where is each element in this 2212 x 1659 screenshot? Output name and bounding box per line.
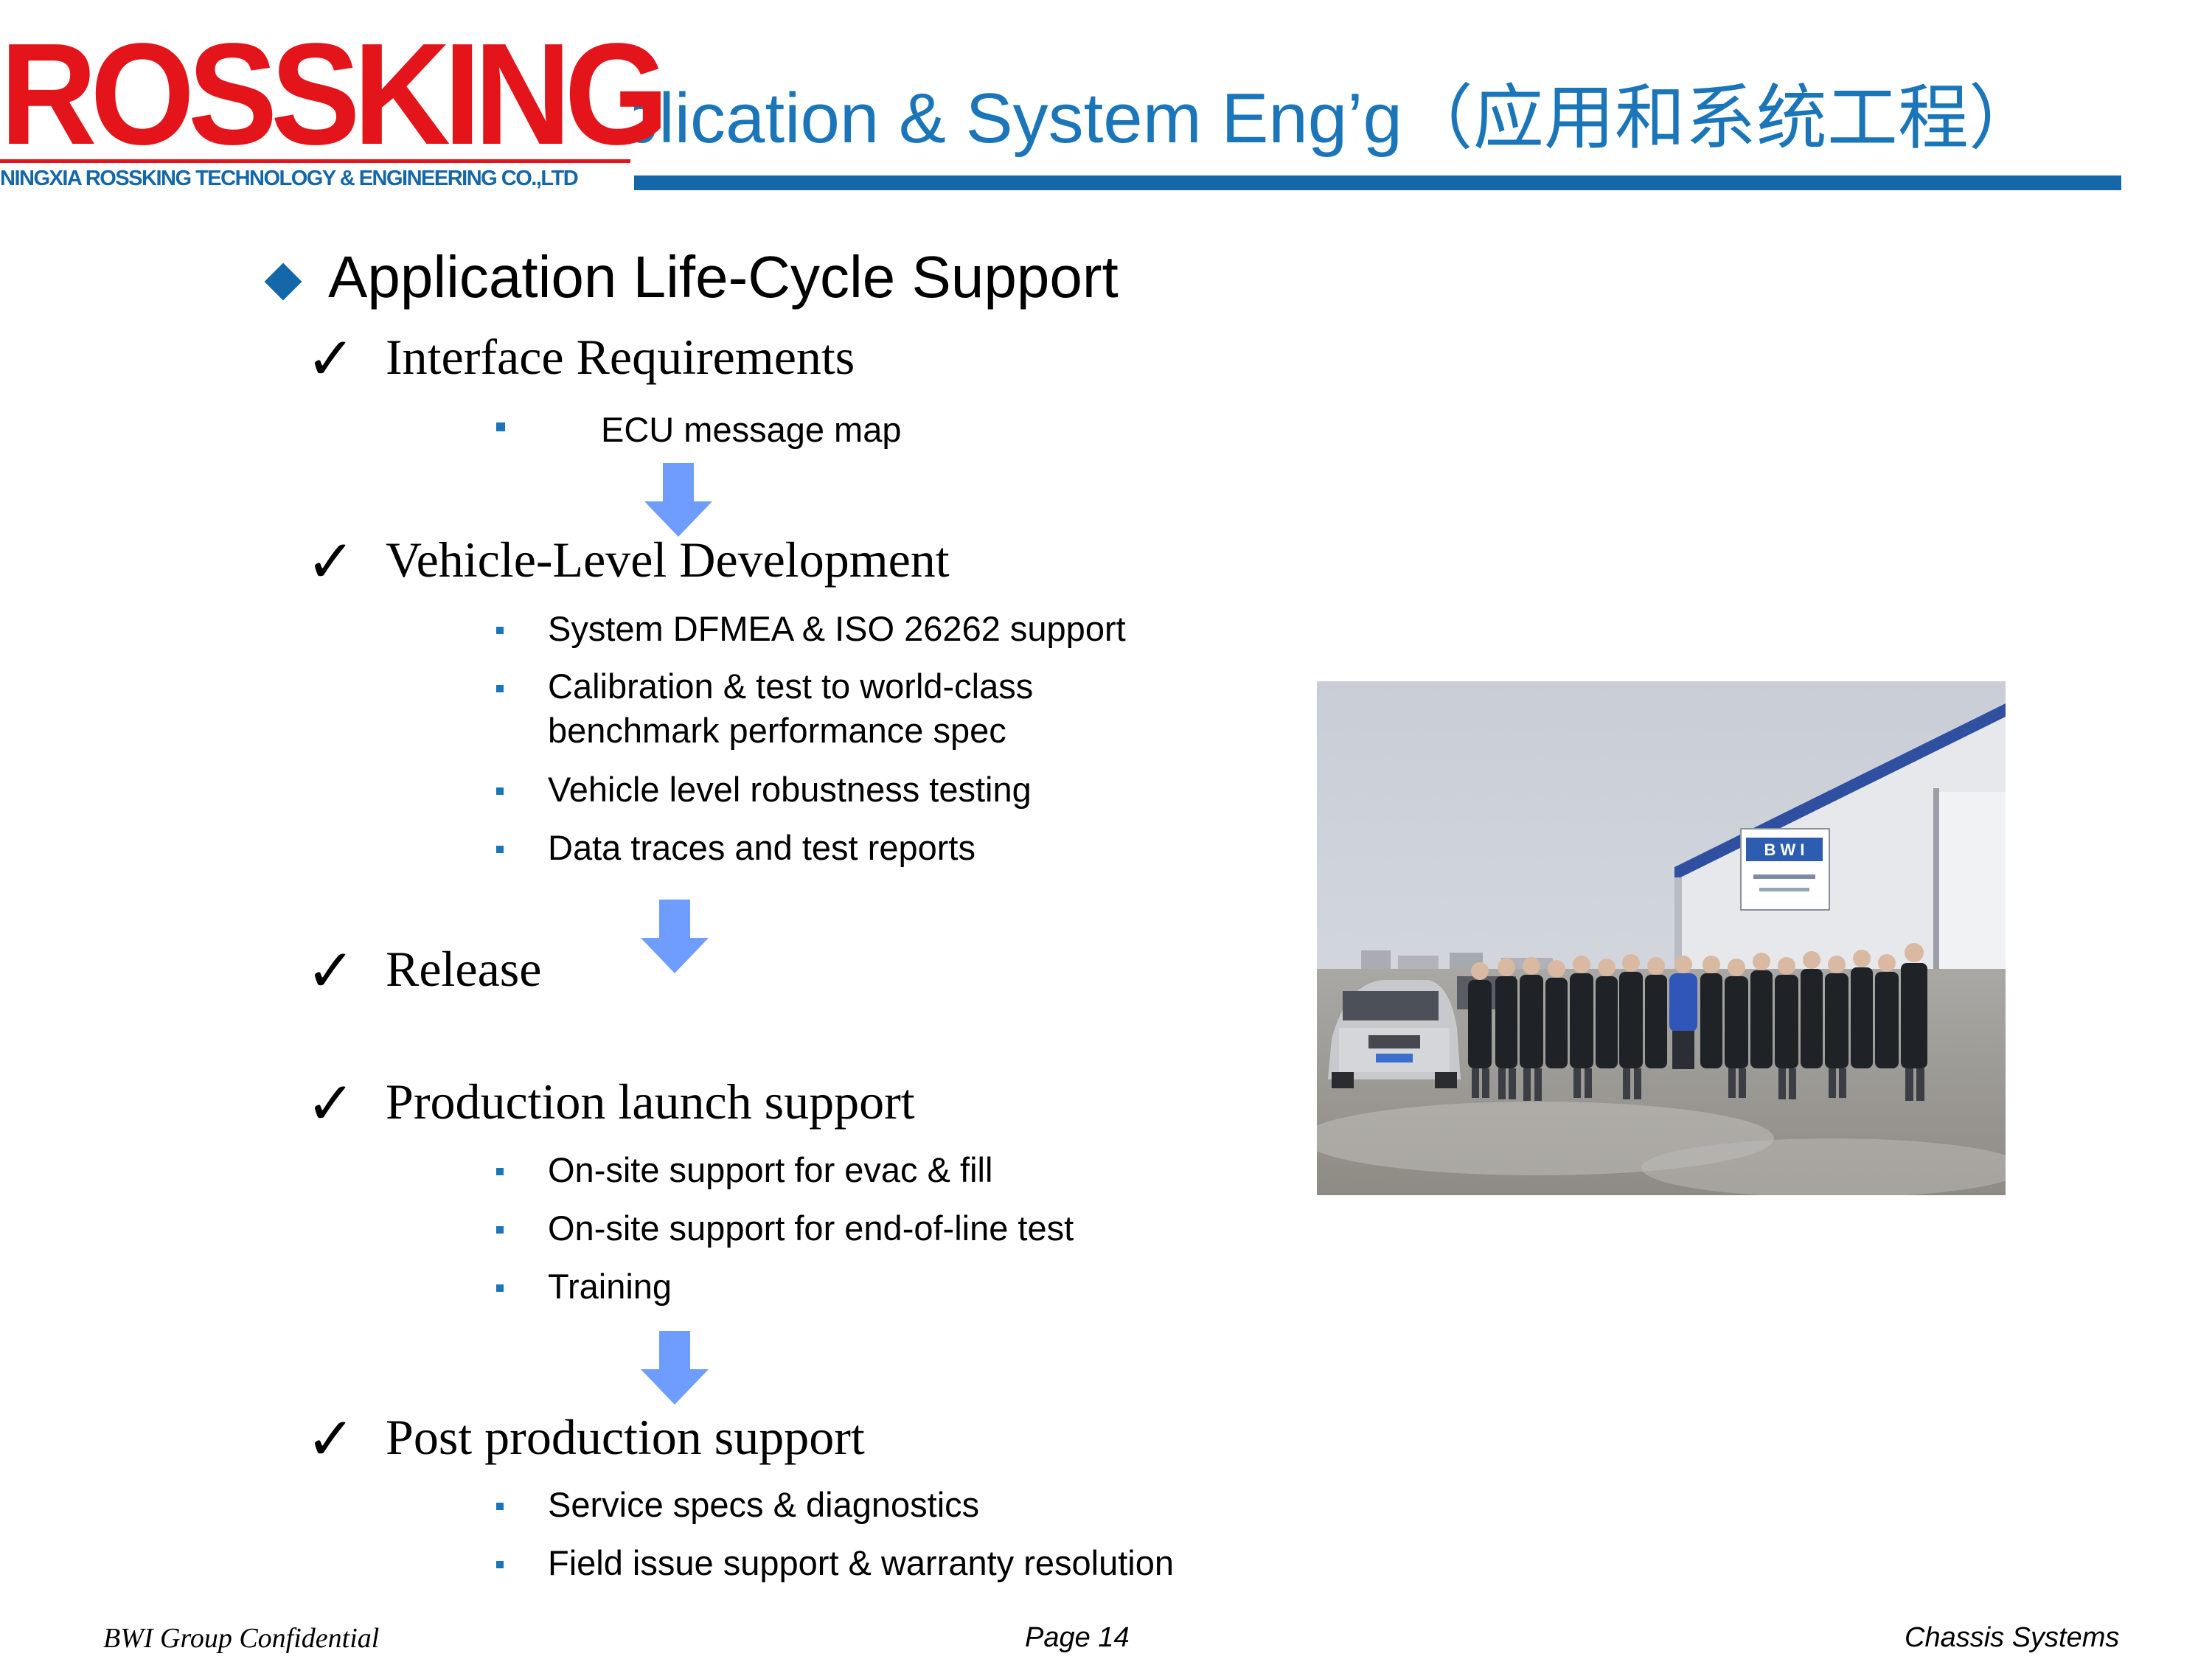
list-item-continuation: benchmark performance spec [548,711,1006,750]
main-heading: Application Life-Cycle Support [328,244,1119,310]
team-photo: B W I [1317,681,2006,1195]
list-item: System DFMEA & ISO 26262 support [548,609,1126,648]
square-bullet-icon [496,787,504,795]
logo-subtitle: NINGXIA ROSSKING TECHNOLOGY & ENGINEERIN… [0,167,579,190]
list-item: Data traces and test reports [548,828,975,867]
square-bullet-icon [496,1226,504,1234]
list-item: Vehicle level robustness testing [548,770,1032,809]
section-vehicle-level-development: Vehicle-Level Development [386,532,950,588]
checkmark-icon: ✓ [306,1405,356,1473]
footer-division: Chassis Systems [1905,1622,2120,1653]
list-item: Training [548,1267,672,1306]
square-bullet-icon [496,685,504,692]
square-bullet-icon [496,1168,504,1175]
checkmark-icon: ✓ [306,324,356,393]
footer-confidential: BWI Group Confidential [103,1623,380,1654]
logo-rule [0,159,630,163]
checkmark-icon: ✓ [306,527,356,596]
section-production-launch-support: Production launch support [386,1074,915,1130]
down-arrow-icon [641,900,709,973]
list-item: On-site support for evac & fill [548,1150,993,1189]
checkmark-icon: ✓ [306,1069,356,1138]
square-bullet-icon [496,627,504,634]
square-bullet-icon [496,846,504,853]
company-logo: ROSSKING NINGXIA ROSSKING TECHNOLOGY & E… [0,13,669,199]
section-interface-requirements: Interface Requirements [386,329,855,385]
footer-page-number: Page 14 [1025,1622,1130,1653]
square-bullet-icon [496,422,505,431]
list-item: On-site support for end-of-line test [548,1208,1074,1248]
logo-wordmark: ROSSKING [0,13,669,175]
slide-title: plication & System Eng’g（应用和系统工程） [619,79,2039,158]
list-item: Service specs & diagnostics [548,1485,980,1524]
building-sign-text: B W I [1764,841,1805,859]
down-arrow-icon [641,1331,709,1405]
list-item: Field issue support & warranty resolutio… [548,1543,1175,1582]
section-post-production-support: Post production support [386,1409,865,1465]
team-photo-illustration: B W I [1317,681,2006,1195]
square-bullet-icon [496,1284,504,1292]
list-item: Calibration & test to world-class [548,667,1034,706]
list-item: ECU message map [601,410,902,449]
diamond-bullet-icon [264,262,302,301]
square-bullet-icon [496,1503,504,1510]
section-release: Release [386,941,542,997]
checkmark-icon: ✓ [306,936,356,1005]
square-bullet-icon [496,1561,504,1568]
down-arrow-icon [644,463,712,537]
